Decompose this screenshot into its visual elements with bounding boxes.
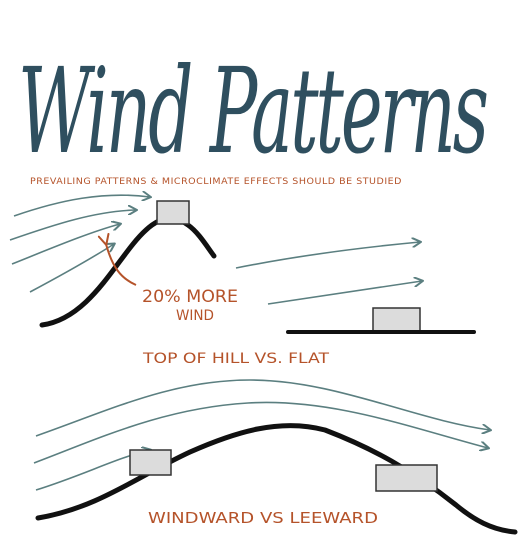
comparison-label-top: TOP OF HILL VS. FLAT [142, 351, 330, 367]
building-on-hilltop [156, 200, 190, 225]
building-on-flat [372, 307, 421, 332]
page-title: Wind Patterns [18, 42, 487, 180]
wind-arrow-icon [267, 281, 422, 305]
subtitle: PREVAILING PATTERNS & MICROCLIMATE EFFEC… [30, 177, 402, 187]
building-windward [129, 449, 172, 476]
hill-note-line2: WIND [176, 308, 214, 324]
wind-arrow-icon [13, 195, 150, 217]
windward-leeward-diagram: WINDWARD VS LEEWARD [33, 379, 518, 535]
building-leeward [375, 464, 438, 492]
hill-profile [39, 216, 217, 328]
top-hill-diagram: 20% MORE WIND [9, 195, 238, 328]
wind-arrow-icon [35, 379, 490, 437]
hill-note-line1: 20% MORE [142, 287, 238, 307]
wind-arrow-icon [33, 401, 488, 464]
wind-arrow-icon [235, 242, 420, 269]
callout-arrow [97, 233, 137, 286]
comparison-label-bottom: WINDWARD VS LEEWARD [148, 509, 378, 527]
wind-arrow-icon [9, 210, 136, 241]
wind-arrow-icon [11, 224, 120, 265]
ridge-profile [35, 423, 518, 535]
flat-terrain-diagram [235, 242, 476, 334]
